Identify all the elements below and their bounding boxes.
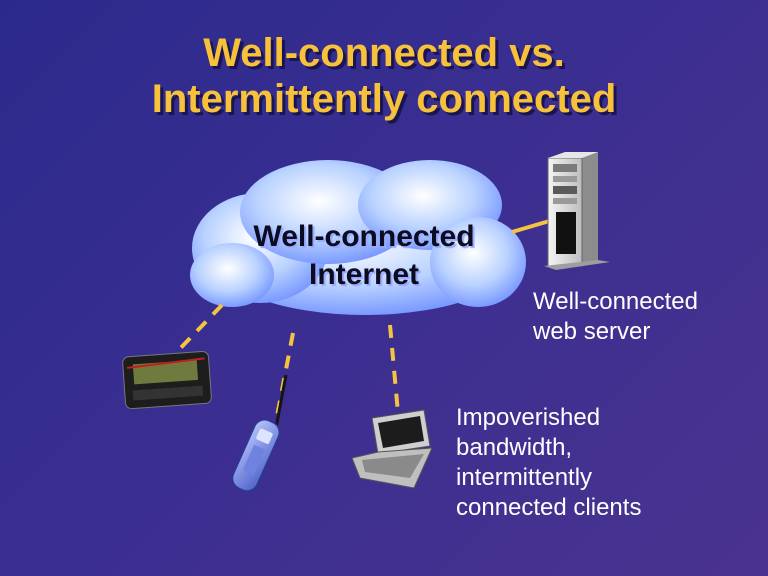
internet-cloud: [190, 160, 526, 315]
server-caption: Well-connected web server: [533, 287, 698, 347]
clients-caption: Impoverished bandwidth, intermittently c…: [456, 403, 641, 523]
title-line-2: Intermittently connected: [151, 77, 617, 121]
cloud-label: Well-connected Internet: [200, 218, 528, 294]
cloud-label-line-2: Internet: [308, 258, 419, 291]
pager-icon: [122, 351, 212, 410]
laptop-icon: [351, 409, 433, 489]
slide-title: Well-connected vs. Intermittently connec…: [0, 30, 768, 122]
cloud-label-line-1: Well-connected: [253, 220, 475, 253]
clients-caption-line-4: connected clients: [456, 494, 642, 521]
cell-phone-icon: [231, 374, 288, 492]
title-line-1: Well-connected vs.: [203, 31, 565, 75]
link-pager: [170, 303, 224, 359]
server-caption-line-2: web server: [533, 318, 651, 345]
server-caption-line-1: Well-connected: [533, 288, 698, 315]
server-tower-icon: [544, 152, 610, 270]
clients-caption-line-2: bandwidth,: [456, 434, 573, 461]
clients-caption-line-1: Impoverished: [456, 404, 601, 431]
link-laptop: [388, 324, 400, 414]
clients-caption-line-3: intermittently: [456, 464, 593, 491]
